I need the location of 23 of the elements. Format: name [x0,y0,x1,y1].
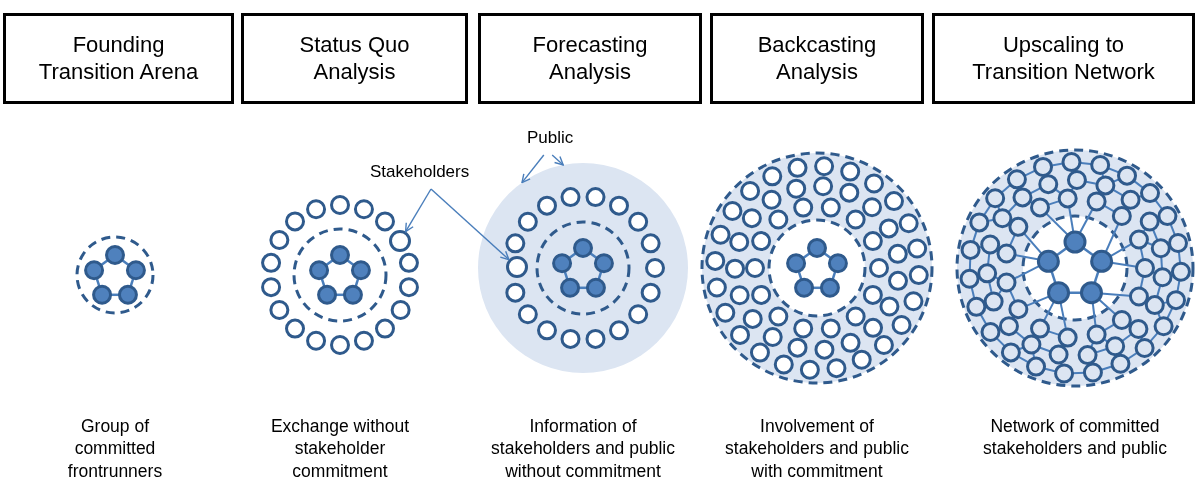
leader-arrow [521,154,545,184]
stage-caption: Group of committed frontrunners [66,415,164,483]
stage-header-box [3,13,234,104]
stage-title: Founding Transition Arena [37,32,200,85]
callout-text: Public [527,128,583,154]
leader-arrow [430,188,510,261]
stage-title: Forecasting Analysis [531,32,649,85]
stage-header-box [932,13,1195,104]
leader-arrow [404,188,432,233]
stakeholder-circle [389,230,411,252]
leader-arrow [551,154,564,166]
stage-title: Status Quo Analysis [298,32,411,85]
stage-header-box [241,13,468,104]
stage-title: Backcasting Analysis [756,32,878,85]
stage-caption: Network of committed stakeholders and public [982,415,1168,460]
stage-header-box [710,13,924,104]
stage-caption: Involvement of stakeholders and public with commitment [724,415,910,483]
callout-text: Stakeholders [370,162,492,188]
stage-caption: Exchange without stakeholder commitment [269,415,411,483]
stage-header-box [478,13,702,104]
stage-caption: Information of stakeholders and public without commitment [490,415,676,483]
stakeholder-circle [506,256,528,278]
stage-title: Upscaling to Transition Network [971,32,1156,85]
